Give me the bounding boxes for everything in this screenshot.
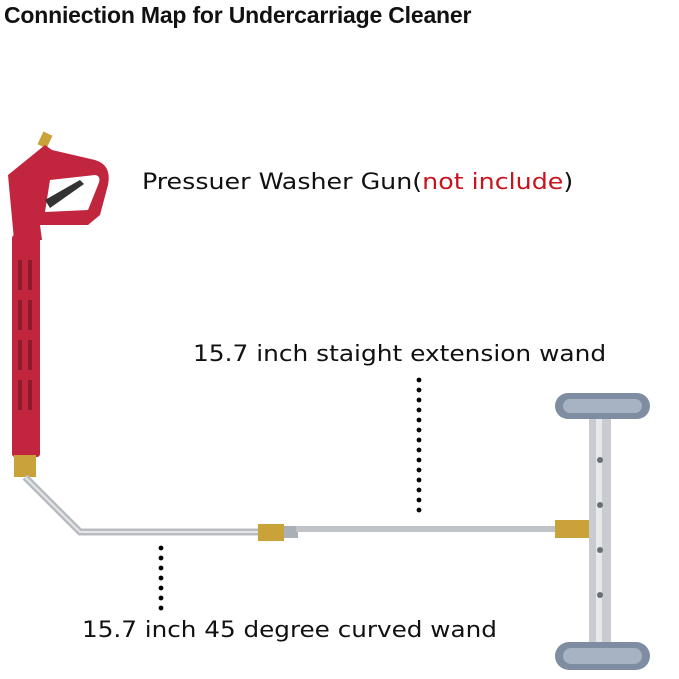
gun-label-close: ): [563, 170, 574, 195]
curved-wand-label: 15.7 inch 45 degree curved wand: [82, 618, 497, 643]
leader-dot: [416, 427, 422, 433]
leader-dot: [416, 477, 422, 483]
diagram-title: Conniection Map for Undercarriage Cleane…: [4, 2, 472, 28]
extension-leader-dots: [416, 377, 422, 513]
undercarriage-cleaner: [555, 393, 650, 670]
extension-wand: [296, 520, 589, 538]
leader-dot: [416, 397, 422, 403]
leader-dot: [416, 417, 422, 423]
leader-dot: [416, 467, 422, 473]
leader-dot: [158, 575, 164, 581]
extension-wand-label: 15.7 inch staight extension wand: [193, 342, 607, 367]
leader-dot: [158, 595, 164, 601]
pressure-washer-gun: [8, 131, 109, 477]
leader-dot: [158, 555, 164, 561]
leader-dot: [416, 497, 422, 503]
leader-dot: [158, 545, 164, 551]
gun-label-text: Pressuer Washer Gun(: [142, 170, 423, 195]
leader-dot: [416, 487, 422, 493]
leader-dot: [416, 407, 422, 413]
leader-dot: [416, 437, 422, 443]
curved-leader-dots: [158, 545, 164, 611]
leader-dot: [416, 457, 422, 463]
gun-label: Pressuer Washer Gun(not include): [142, 170, 573, 195]
leader-dot: [416, 377, 422, 383]
leader-dot: [158, 565, 164, 571]
leader-dot: [416, 447, 422, 453]
leader-dot: [416, 387, 422, 393]
curved-wand: [22, 474, 298, 541]
leader-dot: [416, 507, 422, 513]
leader-dot: [158, 605, 164, 611]
not-included-note: not include: [422, 170, 564, 195]
leader-dot: [158, 585, 164, 591]
